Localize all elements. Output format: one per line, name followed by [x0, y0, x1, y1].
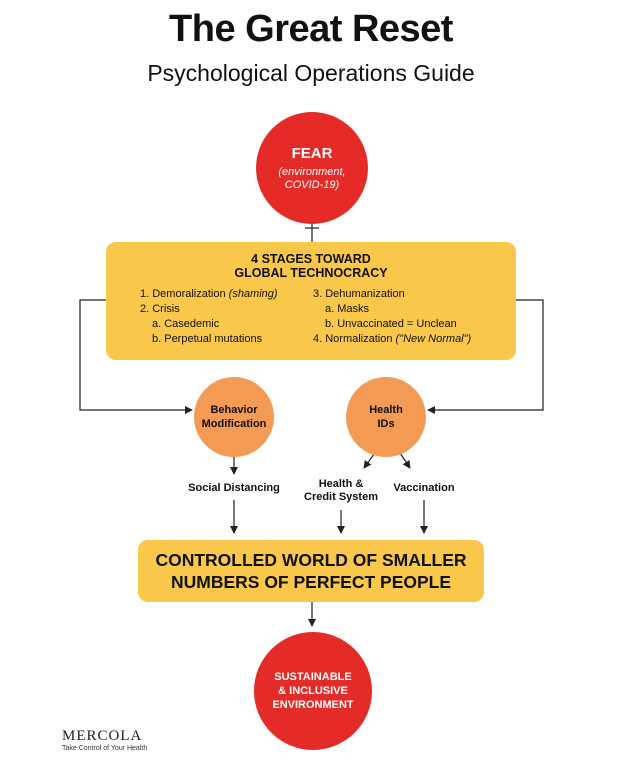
stages-to-health-arrow [427, 299, 544, 414]
fear-heading: FEAR [291, 144, 333, 162]
stage-item: 3. Dehumanization [313, 288, 405, 300]
stage-item: 1. Demoralization (shaming) [140, 288, 278, 300]
brand-logo: MERCOLA [62, 728, 143, 744]
behavior-modification-circle: Behavior Modification [194, 377, 274, 457]
stage-item: 4. Normalization ("New Normal") [313, 333, 472, 345]
outcome-line2: NUMBERS OF PERFECT PEOPLE [170, 572, 452, 592]
final-circle: SUSTAINABLE & INCLUSIVE ENVIRONMENT [254, 632, 372, 750]
stages-to-behavior-arrow [79, 299, 193, 414]
stages-title-line2: GLOBAL TECHNOCRACY [234, 266, 388, 280]
stage-subitem: b. Unvaccinated = Unclean [325, 318, 457, 330]
stage-item: 2. Crisis [140, 303, 180, 315]
behavior-line1: Behavior [210, 404, 258, 416]
fear-circle: FEAR (environment, COVID-19) [256, 112, 368, 224]
stage-subitem: a. Masks [325, 303, 370, 315]
stages-title: 4 STAGES TOWARD GLOBAL TECHNOCRACY [106, 252, 516, 280]
final-line3: ENVIRONMENT [272, 699, 354, 711]
brand-tagline: Take Control of Your Health [62, 745, 148, 752]
stage-subitem: a. Casedemic [152, 318, 220, 330]
stages-title-line1: 4 STAGES TOWARD [251, 252, 371, 266]
stages-box [106, 242, 516, 360]
stage-subitem: b. Perpetual mutations [152, 333, 263, 345]
page-title: The Great Reset [169, 8, 453, 50]
credit-line2: Credit System [304, 491, 378, 503]
social-distancing-label: Social Distancing [188, 482, 280, 494]
behavior-line2: Modification [201, 418, 267, 430]
fear-detail-line1: (environment, [278, 165, 346, 178]
fear-detail-line2: COVID-19) [284, 178, 340, 191]
fear-detail: (environment, COVID-19) [278, 166, 345, 192]
outcome-line1: CONTROLLED WORLD OF SMALLER [155, 550, 467, 570]
health-line1: Health [369, 404, 403, 416]
outcome-box: CONTROLLED WORLD OF SMALLER NUMBERS OF P… [138, 540, 484, 602]
credit-line1: Health & [318, 478, 364, 490]
vaccination-label: Vaccination [393, 482, 455, 494]
page-subtitle: Psychological Operations Guide [147, 60, 475, 86]
stages-right-column: 3. Dehumanization a. Masks b. Unvaccinat… [313, 287, 471, 347]
health-line2: IDs [377, 418, 395, 430]
health-ids-circle: Health IDs [346, 377, 426, 457]
stages-left-column: 1. Demoralization (shaming) 2. Crisis a.… [140, 287, 278, 347]
final-line1: SUSTAINABLE [274, 671, 352, 683]
final-line2: & INCLUSIVE [278, 685, 348, 697]
credit-system-label: Health & Credit System [296, 478, 386, 504]
